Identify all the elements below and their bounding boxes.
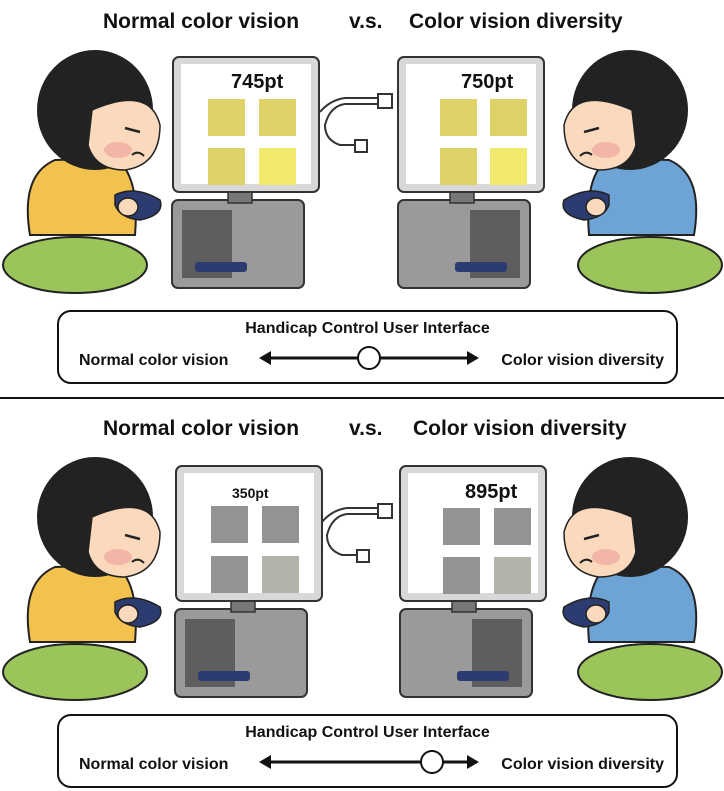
color-tile [494, 557, 531, 594]
color-tile [208, 99, 245, 136]
monitor-right: 895pt [399, 465, 547, 698]
gaming-scene-top: 745pt 750pt [2, 50, 723, 294]
player-right-illustration [562, 457, 723, 701]
monitor-left: 745pt [171, 56, 320, 289]
color-tile [443, 508, 480, 545]
arrow-left-icon [259, 755, 271, 769]
handicap-slider[interactable] [259, 749, 479, 775]
slider-left-label: Normal color vision [79, 352, 229, 369]
color-tile [443, 557, 480, 594]
color-tile [490, 148, 527, 185]
comparison-panel-bottom: Normal color vision v.s. Color vision di… [0, 404, 724, 791]
monitor-right: 750pt [397, 56, 545, 289]
slider-knob [357, 346, 381, 370]
slider-right-label: Color vision diversity [501, 756, 664, 773]
color-tile [262, 556, 299, 593]
score-left: 350pt [232, 485, 269, 501]
color-tile [440, 148, 477, 185]
arrow-left-icon [259, 351, 271, 365]
connecting-cables [321, 503, 393, 563]
color-tile [211, 506, 248, 543]
monitor-left: 350pt [174, 465, 323, 698]
ui-title: Handicap Control User Interface [245, 320, 490, 337]
score-right: 895pt [465, 481, 518, 503]
slider-knob [420, 750, 444, 774]
comparison-panel-top: Normal color vision v.s. Color vision di… [0, 0, 724, 392]
title-color-vision-diversity: Color vision diversity [413, 417, 627, 440]
player-left-illustration [2, 457, 162, 701]
color-tile [490, 99, 527, 136]
color-tile [494, 508, 531, 545]
slider-right-label: Color vision diversity [501, 352, 664, 369]
score-right: 750pt [461, 71, 514, 93]
title-normal-color-vision: Normal color vision [103, 10, 300, 33]
ui-title: Handicap Control User Interface [245, 724, 490, 741]
title-vs: v.s. [349, 417, 383, 440]
arrow-right-icon [467, 351, 479, 365]
connecting-cables [319, 93, 393, 153]
player-right-illustration [562, 50, 723, 294]
gaming-scene-bottom: 350pt 895pt [2, 457, 723, 701]
color-tile [208, 148, 245, 185]
color-tile [440, 99, 477, 136]
color-tile [262, 506, 299, 543]
color-tile [259, 99, 296, 136]
title-normal-color-vision: Normal color vision [103, 417, 300, 440]
title-color-vision-diversity: Color vision diversity [409, 10, 623, 33]
title-vs: v.s. [349, 10, 383, 33]
slider-left-label: Normal color vision [79, 756, 229, 773]
player-left-illustration [2, 50, 162, 294]
handicap-control-panel: Handicap Control User Interface Normal c… [57, 714, 678, 788]
color-tile [211, 556, 248, 593]
handicap-control-panel: Handicap Control User Interface Normal c… [57, 310, 678, 384]
color-tile [259, 148, 296, 185]
panel-divider [0, 397, 724, 399]
arrow-right-icon [467, 755, 479, 769]
handicap-slider[interactable] [259, 345, 479, 371]
score-left: 745pt [231, 71, 284, 93]
